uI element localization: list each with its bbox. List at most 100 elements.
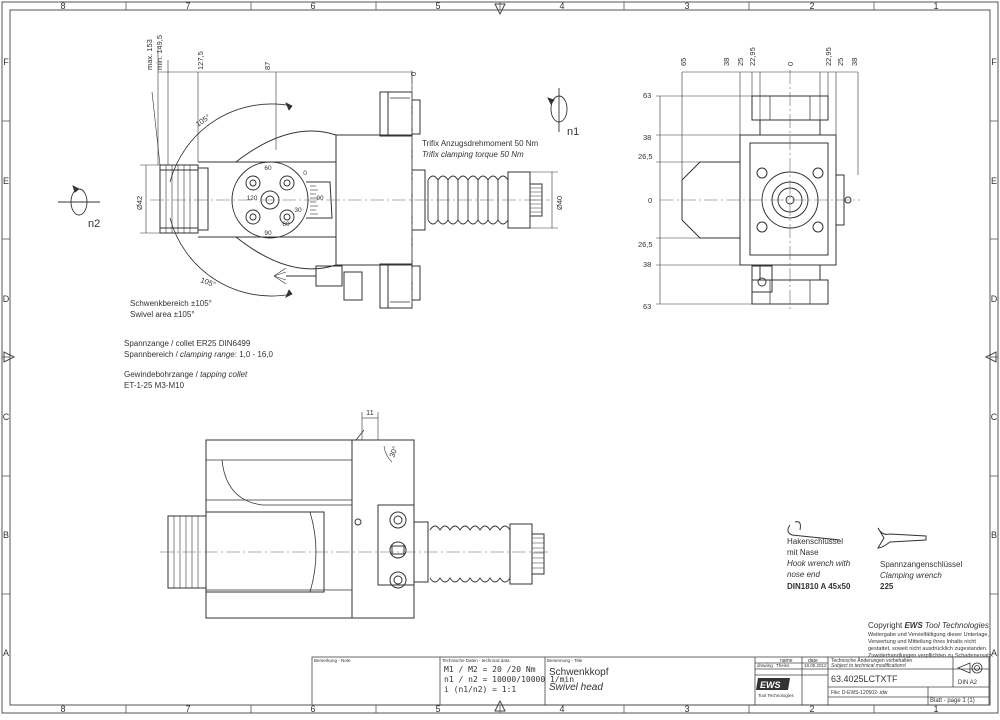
dial-bolt	[279, 175, 295, 191]
svg-text:n1 / n2 = 10000/10000 1/min: n1 / n2 = 10000/10000 1/min	[444, 675, 574, 684]
col-label: 8	[60, 704, 65, 714]
svg-text:63: 63	[643, 302, 651, 311]
row-label: A	[3, 648, 9, 658]
svg-text:EWS: EWS	[760, 680, 781, 690]
svg-text:120: 120	[247, 195, 258, 202]
svg-text:Copyright EWS Tool Technologie: Copyright EWS Tool Technologies	[868, 621, 989, 630]
svg-text:30°: 30°	[387, 445, 399, 459]
svg-text:65: 65	[679, 58, 688, 66]
svg-text:Verwertung und Mitteilung ihre: Verwertung und Mitteilung ihres Inhalts …	[868, 639, 976, 645]
swivel-housing	[198, 161, 336, 238]
svg-text:0: 0	[648, 196, 652, 205]
svg-text:22,95: 22,95	[748, 47, 757, 66]
tolerance-symbol-icon	[956, 662, 983, 674]
title-block-text: Bemerkung - Note Technische Daten - tech…	[314, 657, 978, 704]
torque-note: Trifix Anzugsdrehmoment 50 Nm Trifix cla…	[422, 139, 539, 159]
col-label: 8	[60, 1, 65, 11]
top-view-dimensions	[140, 48, 558, 234]
svg-text:60: 60	[264, 165, 272, 172]
svg-text:11: 11	[366, 408, 374, 417]
svg-text:0: 0	[409, 72, 418, 76]
svg-text:18.05.2012: 18.05.2012	[804, 663, 827, 668]
bottom-housing	[205, 439, 353, 619]
rotation-label: n2	[88, 218, 100, 230]
copyright-block: Copyright EWS Tool Technologies Weiterga…	[868, 621, 994, 659]
svg-text:Hook wrench with: Hook wrench with	[787, 559, 851, 568]
col-label: 4	[559, 704, 564, 714]
svg-text:ET-1-25 M3-M10: ET-1-25 M3-M10	[124, 381, 185, 390]
row-label: D	[991, 294, 998, 304]
svg-text:25: 25	[836, 58, 845, 66]
row-labels-left: F E D C B A	[3, 57, 10, 658]
svg-text:Hakenschlüssel: Hakenschlüssel	[787, 537, 843, 546]
side-coolant-nozzle	[751, 265, 773, 293]
rotation-label: n1	[567, 126, 579, 138]
svg-text:Schwenkbereich ±105°: Schwenkbereich ±105°	[130, 299, 212, 308]
svg-text:Tool Technologies: Tool Technologies	[758, 693, 794, 698]
svg-text:Spannzange / collet ER25 D: Spannzange / collet ER25 DIN6499	[124, 339, 251, 348]
svg-text:Ø42: Ø42	[135, 196, 144, 210]
svg-text:63: 63	[643, 91, 651, 100]
swivel-arc	[169, 102, 293, 298]
title-block	[311, 656, 990, 706]
bottom-bolt	[389, 571, 407, 589]
svg-text:105°: 105°	[199, 275, 217, 289]
col-label: 1	[933, 1, 938, 11]
svg-text:Benennung - Title: Benennung - Title	[547, 658, 583, 663]
row-label: F	[3, 57, 9, 67]
bottom-bolt	[389, 541, 407, 559]
svg-text:30: 30	[294, 207, 302, 214]
row-label: C	[3, 412, 10, 422]
col-label: 1	[933, 704, 938, 714]
svg-text:38: 38	[643, 260, 651, 269]
col-label: 4	[559, 1, 564, 11]
svg-text:Weitergabe und Vervielfältigun: Weitergabe und Vervielfältigung dieser U…	[868, 632, 989, 638]
top-view	[159, 91, 543, 309]
svg-text:DIN1810 A 45x50: DIN1810 A 45x50	[787, 582, 851, 591]
svg-text:0: 0	[786, 62, 795, 66]
svg-text:Ø40: Ø40	[555, 196, 564, 210]
col-label: 6	[310, 704, 315, 714]
side-view-dimensions	[656, 71, 859, 305]
svg-text:Spannbereich / clamping range:: Spannbereich / clamping range: 1,0 - 16,…	[124, 350, 274, 359]
svg-text:0: 0	[303, 170, 307, 177]
part-number: 63.4025LCTXTF	[831, 674, 898, 684]
row-label: B	[991, 530, 997, 540]
svg-text:max. 153: max. 153	[145, 39, 154, 70]
svg-text:127,5: 127,5	[196, 51, 205, 70]
col-label: 3	[684, 1, 689, 11]
svg-text:38: 38	[722, 58, 731, 66]
svg-text:Subject to technical modificat: Subject to technical modifications!	[831, 663, 907, 669]
svg-text:Gewindebohrzange / tapping col: Gewindebohrzange / tapping collet	[124, 370, 248, 379]
svg-text:Technische Änderungen vorbehal: Technische Änderungen vorbehalten	[831, 657, 912, 664]
rotation-symbol-n2	[58, 185, 100, 216]
svg-text:Trifix clamping torque 50 Nm: Trifix clamping torque 50 Nm	[422, 150, 524, 159]
row-label: E	[3, 176, 9, 186]
dial-bolt	[245, 175, 261, 191]
svg-text:105°: 105°	[194, 112, 212, 128]
hook-wrench-icon	[787, 521, 841, 541]
row-label: C	[991, 412, 998, 422]
bottom-bellows	[429, 525, 511, 583]
svg-text:Technische Daten - technical d: Technische Daten - technical data	[442, 658, 510, 663]
bottom-view-dim-labels: 11 30°	[366, 408, 400, 459]
clamp-wrench-text: Spannzangenschlüssel Clamping wrench 225	[880, 560, 963, 591]
clamp-wrench-icon	[877, 527, 927, 549]
svg-text:90: 90	[316, 195, 324, 202]
svg-text:nose end: nose end	[787, 570, 820, 579]
svg-text:Blatt - page 1 (1): Blatt - page 1 (1)	[930, 698, 975, 704]
col-label: 7	[185, 1, 190, 11]
centering-arrows	[3, 3, 997, 712]
bottom-bolt	[389, 511, 407, 529]
row-label: D	[3, 294, 10, 304]
col-label: 7	[185, 704, 190, 714]
notes: Schwenkbereich ±105° Swivel area ±105° S…	[124, 299, 274, 390]
svg-text:DIN A2: DIN A2	[958, 680, 978, 686]
hook-wrench-text: Hakenschlüssel mit Nase Hook wrench with…	[787, 537, 851, 591]
coolant-nozzle	[315, 265, 343, 287]
col-label: 5	[435, 704, 440, 714]
title-block-logo: EWS Tool Technologies	[756, 678, 794, 698]
column-labels-top: 8 7 6 5 4 3 2 1	[60, 1, 938, 11]
